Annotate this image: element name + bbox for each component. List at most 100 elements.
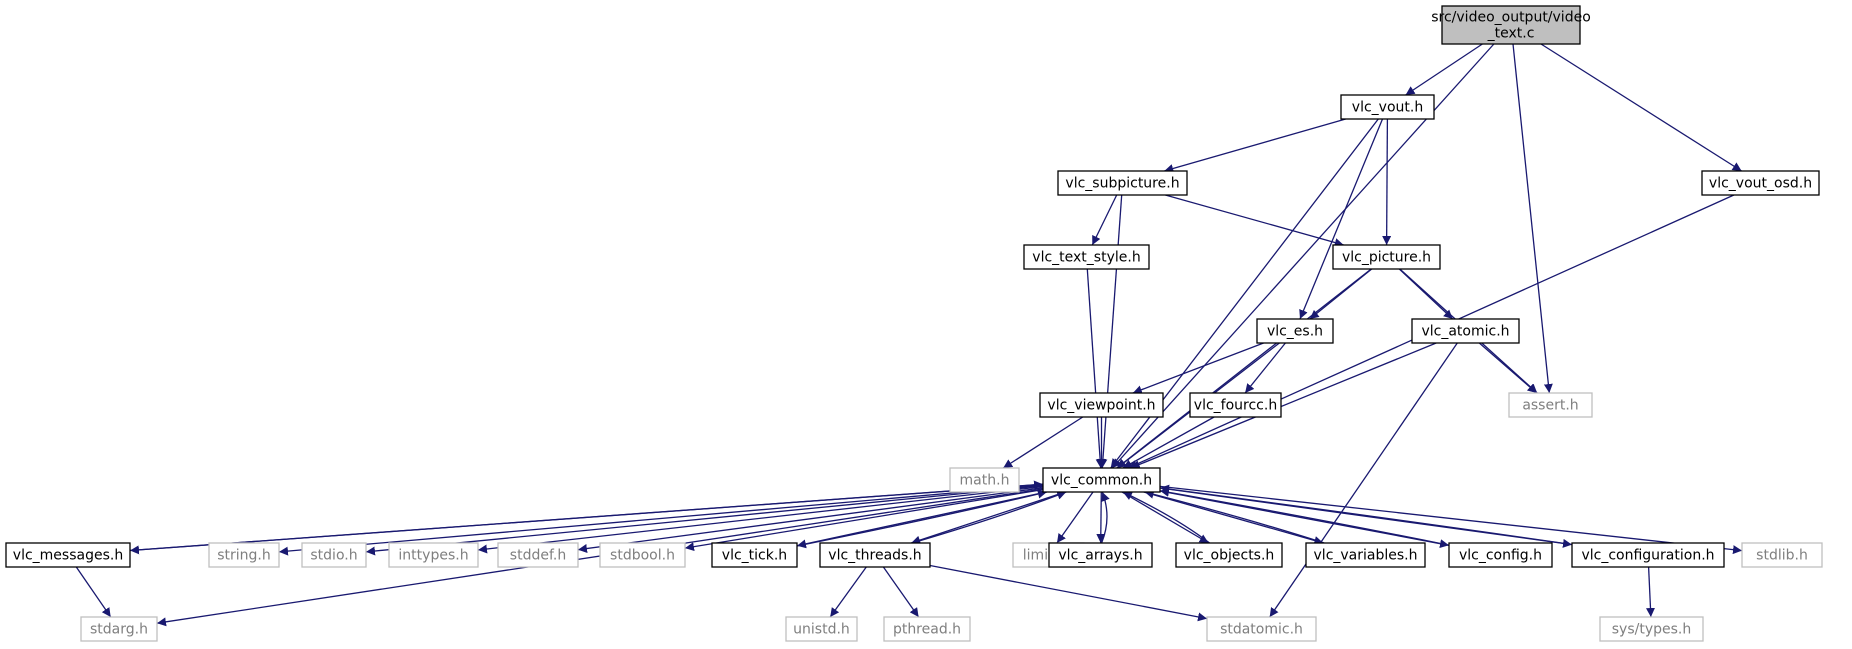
edge-vlc_configuration-to-sys_types — [1646, 566, 1656, 618]
node-box — [1039, 392, 1164, 418]
node-stdlib: stdlib.h — [1741, 542, 1823, 568]
node-vlc-objects[interactable]: vlc_objects.h — [1175, 542, 1283, 568]
node-label: vlc_vout.h — [1352, 100, 1423, 116]
node-box — [949, 467, 1020, 493]
edge-vlc_common-to-stddef — [577, 487, 1044, 553]
node-box — [785, 616, 858, 642]
node-vlc-arrays[interactable]: vlc_arrays.h — [1048, 542, 1153, 568]
node-label: vlc_tick.h — [722, 548, 787, 564]
node-vlc-variables[interactable]: vlc_variables.h — [1305, 542, 1426, 568]
node-box — [208, 542, 280, 568]
node-sys-types: sys/types.h — [1599, 616, 1704, 642]
node-vlc-vout[interactable]: vlc_vout.h — [1340, 94, 1435, 120]
node-box — [1448, 542, 1553, 568]
node-stdio: stdio.h — [301, 542, 367, 568]
node-label: vlc_messages.h — [13, 548, 123, 564]
node-label: vlc_picture.h — [1342, 250, 1431, 266]
node-label: inttypes.h — [398, 548, 468, 564]
node-root[interactable]: src/video_output/video_text.c — [1431, 5, 1591, 45]
node-box — [1042, 467, 1161, 493]
node-vlc-config[interactable]: vlc_config.h — [1448, 542, 1553, 568]
node-vlc-text-style[interactable]: vlc_text_style.h — [1023, 244, 1150, 270]
node-vlc-fourcc[interactable]: vlc_fourcc.h — [1189, 392, 1282, 418]
node-box — [1599, 616, 1704, 642]
node-label: _text.c — [1487, 26, 1535, 42]
node-box — [1023, 244, 1150, 270]
edge-vlc_common-to-stdlib — [1159, 485, 1743, 555]
edge-vlc_text_style-to-vlc_common — [1086, 268, 1105, 469]
edge-vlc_arrays-to-vlc_common — [1100, 491, 1110, 544]
edge-vlc_configuration-to-vlc_common — [1159, 484, 1573, 546]
node-label: vlc_variables.h — [1314, 548, 1418, 564]
node-label: vlc_threads.h — [828, 548, 921, 564]
node-label: vlc_configuration.h — [1581, 548, 1714, 564]
node-vlc-subpicture[interactable]: vlc_subpicture.h — [1057, 170, 1188, 196]
node-box — [599, 542, 686, 568]
node-box — [80, 616, 158, 642]
node-label: vlc_es.h — [1267, 324, 1323, 340]
edge-vlc_fourcc-to-vlc_common — [1122, 416, 1215, 469]
edge-vlc_messages-to-stdarg — [75, 566, 112, 618]
node-label: string.h — [217, 548, 271, 564]
node-vlc-tick[interactable]: vlc_tick.h — [711, 542, 798, 568]
node-label: src/video_output/video — [1431, 10, 1591, 26]
node-vlc-configuration[interactable]: vlc_configuration.h — [1571, 542, 1725, 568]
node-vlc-vout-osd[interactable]: vlc_vout_osd.h — [1701, 170, 1820, 196]
edge-vlc_objects-to-vlc_common — [1122, 491, 1210, 544]
node-box — [1741, 542, 1823, 568]
edge-vlc_common-to-stdbool — [684, 488, 1044, 552]
node-label: stdatomic.h — [1220, 622, 1303, 638]
node-string: string.h — [208, 542, 280, 568]
edge-vlc_threads-to-pthread — [882, 566, 920, 618]
edge-vlc_vout-to-vlc_common — [1110, 118, 1379, 469]
edge-vlc_threads-to-vlc_common — [912, 490, 1067, 544]
edge-vlc_threads-to-stdatomic — [929, 564, 1208, 622]
node-box — [1441, 5, 1581, 45]
nodes-layer: src/video_output/video_text.c vlc_vout.hv… — [5, 5, 1823, 642]
node-assert: assert.h — [1508, 392, 1593, 418]
node-vlc-viewpoint[interactable]: vlc_viewpoint.h — [1039, 392, 1164, 418]
node-label: vlc_viewpoint.h — [1047, 398, 1155, 414]
edge-vlc_vout-to-vlc_subpicture — [1164, 118, 1346, 173]
node-box — [1571, 542, 1725, 568]
node-label: unistd.h — [793, 622, 850, 638]
node-label: vlc_text_style.h — [1032, 250, 1140, 266]
node-box — [497, 542, 579, 568]
edge-vlc_common-to-inttypes — [477, 485, 1044, 554]
node-vlc-messages[interactable]: vlc_messages.h — [5, 542, 131, 568]
node-box — [388, 542, 479, 568]
node-box — [1175, 542, 1283, 568]
node-box — [883, 616, 971, 642]
edge-vlc_tick-to-vlc_common — [796, 489, 1048, 547]
node-vlc-common[interactable]: vlc_common.h — [1042, 467, 1161, 493]
node-stdarg: stdarg.h — [80, 616, 158, 642]
edge-vlc_common-to-limits — [1056, 491, 1094, 544]
edge-root-to-vlc_vout_osd — [1540, 43, 1742, 172]
node-math: math.h — [949, 467, 1020, 493]
node-box — [711, 542, 798, 568]
node-pthread: pthread.h — [883, 616, 971, 642]
edge-vlc_messages-to-vlc_common — [129, 480, 1044, 552]
node-vlc-picture[interactable]: vlc_picture.h — [1332, 244, 1441, 270]
node-label: math.h — [960, 473, 1010, 489]
edge-vlc_subpicture-to-vlc_common — [1098, 194, 1123, 469]
node-label: vlc_fourcc.h — [1194, 398, 1277, 414]
node-vlc-es[interactable]: vlc_es.h — [1256, 318, 1334, 344]
edge-vlc_viewpoint-to-math — [1002, 416, 1084, 469]
node-label: vlc_objects.h — [1184, 548, 1275, 564]
node-label: vlc_vout_osd.h — [1709, 176, 1812, 192]
edge-vlc_es-to-vlc_viewpoint — [1132, 342, 1264, 394]
edge-root-to-assert — [1512, 43, 1553, 394]
node-box — [1305, 542, 1426, 568]
node-vlc-threads[interactable]: vlc_threads.h — [819, 542, 931, 568]
edge-vlc_subpicture-to-vlc_picture — [1165, 194, 1344, 247]
node-box — [1048, 542, 1153, 568]
node-vlc-atomic[interactable]: vlc_atomic.h — [1411, 318, 1520, 344]
node-box — [1411, 318, 1520, 344]
edge-root-to-vlc_vout — [1405, 43, 1483, 96]
node-label: vlc_config.h — [1459, 548, 1542, 564]
node-box — [1057, 170, 1188, 196]
node-label: stddef.h — [510, 548, 566, 564]
node-box — [1256, 318, 1334, 344]
